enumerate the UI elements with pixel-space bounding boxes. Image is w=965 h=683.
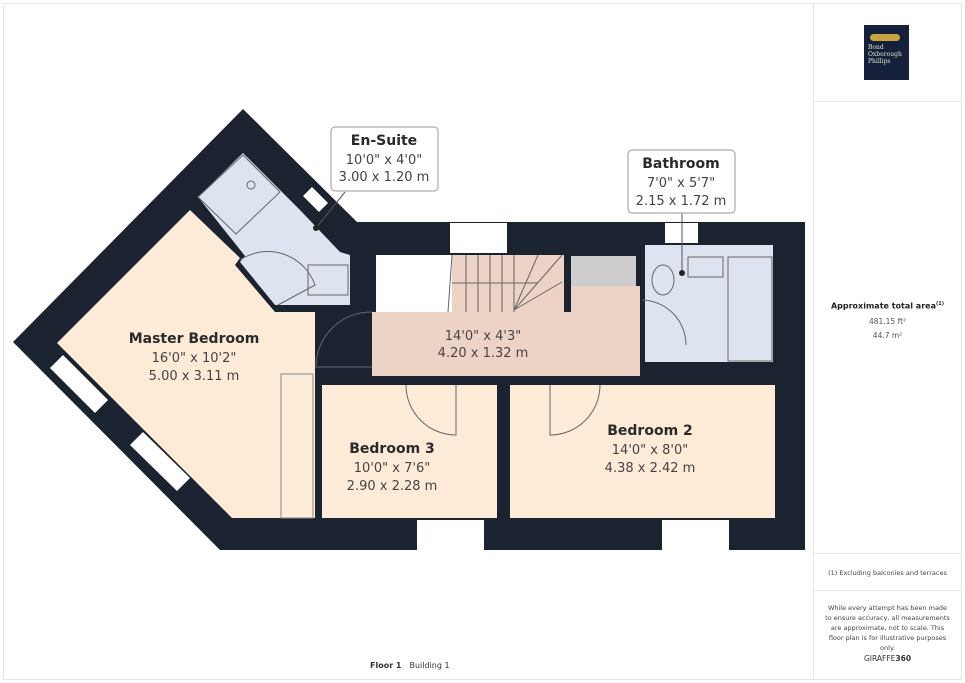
- svg-text:Master Bedroom: Master Bedroom: [129, 331, 260, 347]
- bedroom-2-label: Bedroom 2 14'0" x 8'0" 4.38 x 2.42 m: [605, 423, 696, 476]
- svg-text:Bathroom: Bathroom: [642, 156, 720, 172]
- svg-text:4.20 x 1.32 m: 4.20 x 1.32 m: [438, 346, 529, 361]
- master-bedroom-area: [57, 210, 315, 518]
- stair-void: [376, 255, 456, 312]
- key-icon: [870, 34, 900, 41]
- window: [450, 223, 507, 253]
- master-bedroom-door[interactable]: [315, 311, 373, 368]
- divider: [814, 553, 961, 554]
- bath-tub: [727, 256, 773, 362]
- area-sqm: 44.7 m²: [872, 331, 903, 340]
- giraffe360-brand: GIRAFFE360: [863, 654, 912, 663]
- divider: [814, 590, 961, 591]
- disclaimer: While every attempt has been made to ens…: [825, 604, 950, 652]
- area-footnote: (1) Excluding balconies and terraces: [828, 569, 947, 577]
- svg-text:Bedroom 3: Bedroom 3: [349, 441, 435, 457]
- shower-drain-icon: [246, 180, 256, 190]
- landing-recess: [571, 286, 640, 362]
- svg-text:En-Suite: En-Suite: [351, 133, 417, 149]
- bathroom-area: [645, 245, 773, 362]
- bedroom-3-door[interactable]: [405, 384, 457, 436]
- ensuite-door[interactable]: [239, 251, 316, 306]
- page-frame: [3, 3, 962, 680]
- svg-text:5.00 x 3.11 m: 5.00 x 3.11 m: [149, 369, 240, 384]
- callout-dot: [679, 270, 685, 276]
- ensuite-callout: En-Suite 10'0" x 4'0" 3.00 x 1.20 m: [330, 126, 439, 192]
- svg-text:2.15 x 1.72 m: 2.15 x 1.72 m: [636, 194, 727, 209]
- divider: [814, 101, 961, 102]
- svg-text:2.90 x 2.28 m: 2.90 x 2.28 m: [347, 479, 438, 494]
- stair-treads: [447, 254, 563, 313]
- wardrobe: [280, 373, 314, 519]
- ensuite-callout-line: [315, 191, 346, 229]
- svg-text:3.00 x 1.20 m: 3.00 x 1.20 m: [339, 170, 430, 185]
- svg-text:4.38 x 2.42 m: 4.38 x 2.42 m: [605, 461, 696, 476]
- bedroom-3-label: Bedroom 3 10'0" x 7'6" 2.90 x 2.28 m: [347, 441, 438, 494]
- window: [662, 520, 729, 550]
- bathroom-door[interactable]: [641, 299, 687, 346]
- toilet: [307, 264, 349, 296]
- basin: [687, 256, 724, 278]
- cupboard: [571, 256, 636, 286]
- ensuite-area: [198, 153, 350, 305]
- svg-text:16'0" x 10'2": 16'0" x 10'2": [152, 351, 237, 366]
- bedroom-2-door[interactable]: [549, 384, 601, 436]
- landing-label: 14'0" x 4'3" 4.20 x 1.32 m: [438, 329, 529, 361]
- window: [417, 520, 484, 550]
- bathroom-callout: Bathroom 7'0" x 5'7" 2.15 x 1.72 m: [627, 149, 736, 214]
- svg-text:14'0" x 4'3": 14'0" x 4'3": [445, 329, 521, 344]
- total-area-title: Approximate total area(1): [830, 301, 945, 311]
- callout-dot: [313, 225, 319, 231]
- bedroom-3-area: [322, 385, 497, 518]
- svg-text:7'0" x 5'7": 7'0" x 5'7": [647, 176, 715, 191]
- area-sqft: 481.15 ft²: [868, 317, 907, 326]
- window: [303, 187, 328, 212]
- svg-text:14'0" x 8'0": 14'0" x 8'0": [612, 443, 688, 458]
- svg-text:10'0" x 7'6": 10'0" x 7'6": [354, 461, 430, 476]
- svg-text:Bedroom 2: Bedroom 2: [607, 423, 693, 439]
- window: [50, 355, 108, 413]
- svg-text:10'0" x 4'0": 10'0" x 4'0": [346, 153, 422, 168]
- toilet: [651, 264, 675, 296]
- window: [130, 432, 190, 491]
- bedroom-2-area: [510, 385, 775, 518]
- shower: [197, 154, 281, 235]
- master-bedroom-label: Master Bedroom 16'0" x 10'2" 5.00 x 3.11…: [129, 331, 260, 384]
